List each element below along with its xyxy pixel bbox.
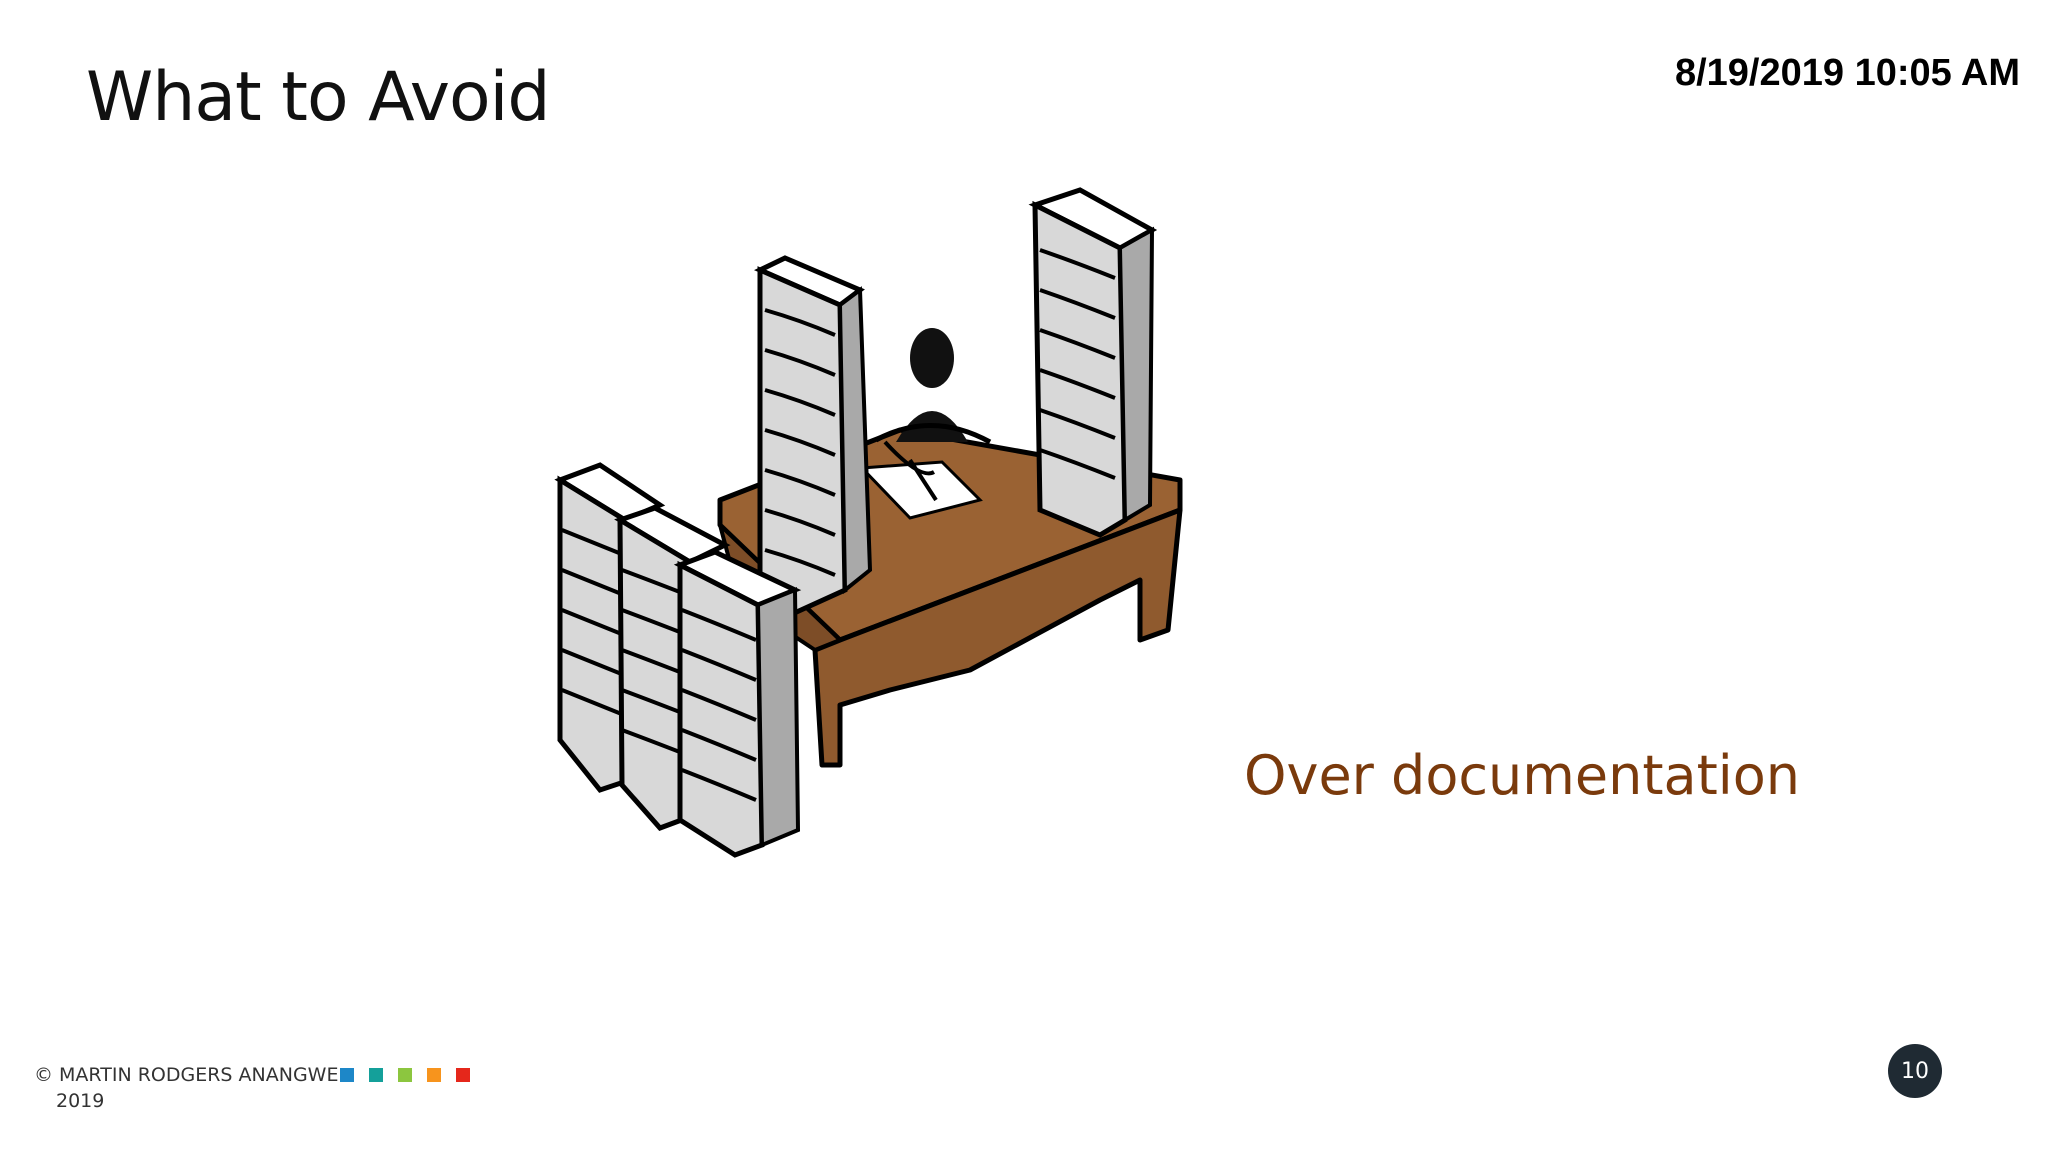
- slide-caption: Over documentation: [1244, 744, 1801, 807]
- brand-square-orange: [427, 1068, 442, 1082]
- paper-stack-front-3: [673, 549, 802, 858]
- brand-square-red: [456, 1068, 471, 1082]
- brand-square-blue: [340, 1068, 355, 1082]
- person-head: [910, 328, 954, 388]
- copyright-text: © MARTIN RODGERS ANANGWE: [34, 1064, 339, 1086]
- desk-front: [812, 507, 1183, 768]
- copyright-year: 2019: [56, 1090, 105, 1112]
- paper-stack-back-right: [1028, 187, 1158, 538]
- slide-footer: © MARTIN RODGERS ANANGWE 2019: [34, 1062, 471, 1114]
- paper-sheet: [858, 460, 983, 520]
- brand-square-teal: [369, 1068, 384, 1082]
- person-at-desk-with-paper-stacks-icon: [554, 187, 1183, 858]
- paper-stack-back-left: [754, 255, 873, 619]
- slide-datetime: 8/19/2019 10:05 AM: [1674, 52, 2020, 94]
- slide-title: What to Avoid: [86, 58, 551, 137]
- paper-stack-front-2: [614, 505, 731, 831]
- paper-stack-front-1: [554, 462, 666, 793]
- brand-squares: [340, 1068, 471, 1082]
- page-number-badge: 10: [1888, 1044, 1942, 1098]
- brand-square-green: [398, 1068, 413, 1082]
